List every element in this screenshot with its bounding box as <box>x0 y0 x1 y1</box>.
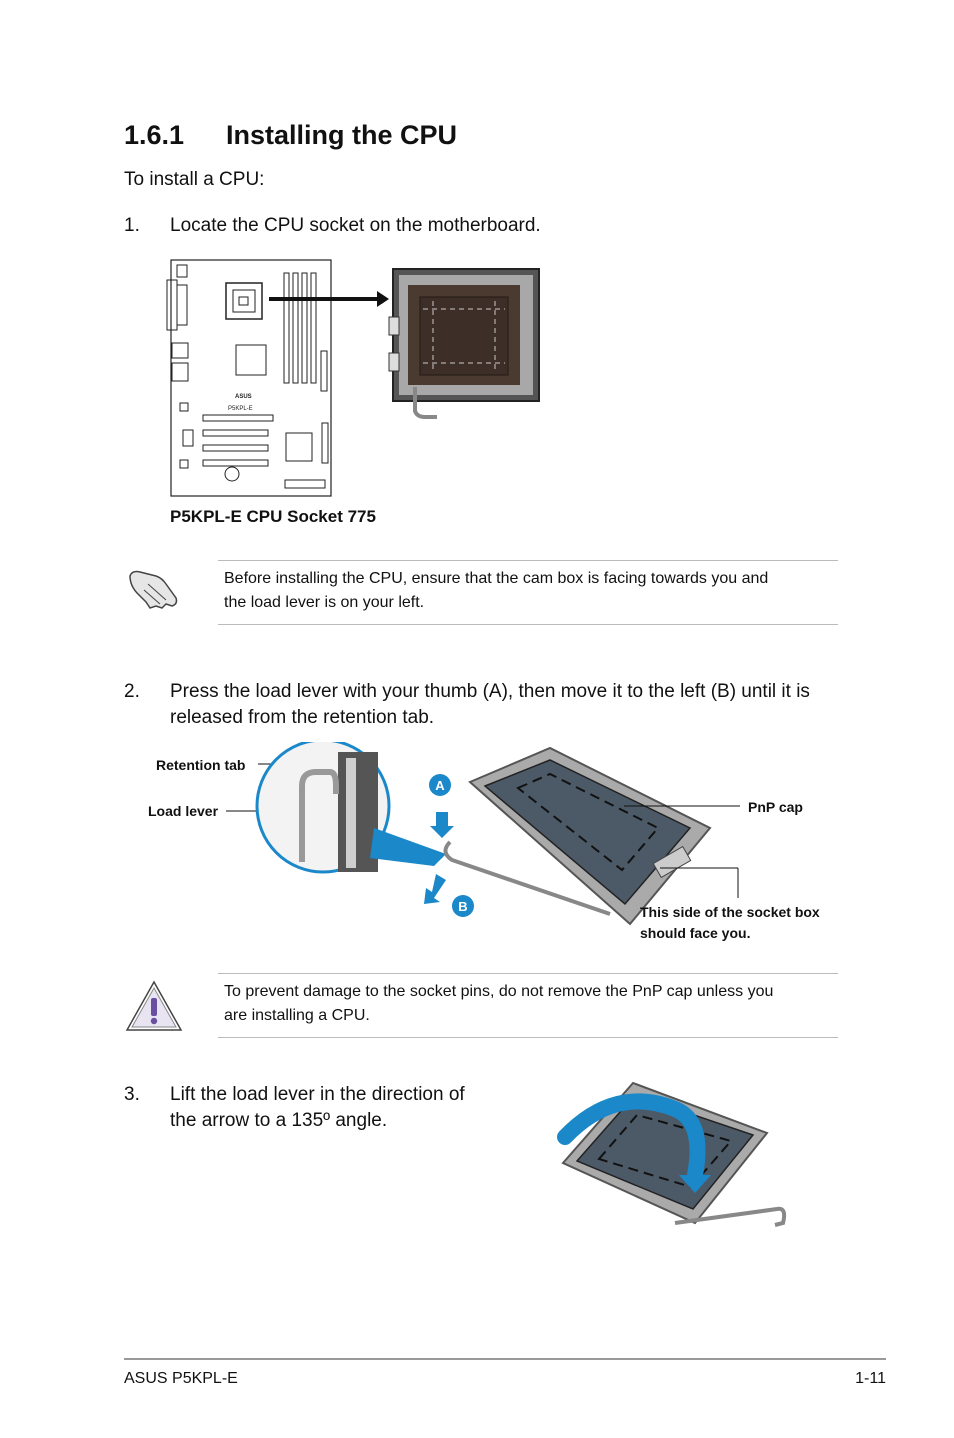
footer-page-number: 1-11 <box>855 1370 886 1387</box>
pnp-cap-label: PnP cap <box>748 799 803 815</box>
figure1-caption: P5KPL-E CPU Socket 775 <box>170 507 376 526</box>
lift-lever <box>674 1206 787 1227</box>
socket-side-label-2: should face you. <box>640 925 750 941</box>
arrow-left-down-icon <box>424 874 446 904</box>
note-line-1: Before installing the CPU, ensure that t… <box>224 570 769 587</box>
zoom-lever <box>299 769 339 862</box>
io-port <box>176 264 188 278</box>
hand-note-icon <box>129 570 178 609</box>
socket-photo-2 <box>443 746 712 926</box>
arrow-down-icon <box>430 812 454 838</box>
motherboard-figure: ASUS P5KPL-E <box>166 259 540 497</box>
power-connector <box>320 350 328 392</box>
step-number: 3. <box>124 1084 140 1105</box>
footer-rule <box>124 1358 886 1360</box>
io-port <box>171 362 189 382</box>
section-heading: 1.6.1 Installing the CPU <box>124 120 457 151</box>
load-lever-label: Load lever <box>148 803 219 819</box>
intro-text: To install a CPU: <box>124 169 265 190</box>
marker-a-label: A <box>435 778 445 793</box>
socket-cap <box>575 1094 755 1210</box>
warning-triangle-icon <box>125 980 183 1031</box>
dimm-slot <box>292 272 299 384</box>
board-model-label: P5KPL-E <box>228 406 253 412</box>
cpu-socket-inner <box>232 289 256 313</box>
step-number: 2. <box>124 681 140 702</box>
step-text-line-2: the arrow to a 135º angle. <box>170 1110 388 1131</box>
warning-line-2: are installing a CPU. <box>224 1007 370 1024</box>
step-text-line-1: Press the load lever with your thumb (A)… <box>170 681 810 702</box>
dimm-slot <box>310 272 317 384</box>
pci-slot <box>202 444 269 452</box>
northbridge-chip <box>235 344 267 376</box>
zoom-callout-wedge <box>370 828 446 866</box>
step-number: 1. <box>124 215 140 236</box>
rotation-arrow <box>557 1093 706 1183</box>
marker-b <box>452 895 474 917</box>
lift-lever-figure <box>557 1081 787 1227</box>
ide-connector <box>321 422 329 464</box>
cpu-socket-core <box>238 296 249 306</box>
dimm-slot <box>283 272 290 384</box>
section-title: Installing the CPU <box>226 120 458 150</box>
step-2: 2. Press the load lever with your thumb … <box>124 679 864 731</box>
brand-logo: ASUS <box>235 394 252 400</box>
southbridge-chip <box>285 432 313 462</box>
io-port <box>176 284 188 326</box>
pointer-arrow-head <box>377 291 389 307</box>
pci-slot <box>202 459 269 467</box>
section-number: 1.6.1 <box>124 120 185 150</box>
step-text: Locate the CPU socket on the motherboard… <box>170 215 541 236</box>
note-box: Before installing the CPU, ensure that t… <box>218 560 838 625</box>
socket-side-label-1: This side of the socket box <box>640 904 820 920</box>
step-3: 3. Lift the load lever in the direction … <box>124 1082 524 1134</box>
warning-box: To prevent damage to the socket pins, do… <box>218 973 838 1038</box>
step-text-line-2: released from the retention tab. <box>170 707 435 728</box>
load-lever-figure: Retention tab Load lever A B PnP cap Thi… <box>148 742 820 941</box>
warning-line-1: To prevent damage to the socket pins, do… <box>224 983 774 1000</box>
pci-slot <box>202 429 269 437</box>
note-line-2: the load lever is on your left. <box>224 594 425 611</box>
retention-tab-label: Retention tab <box>156 757 245 773</box>
dimm-slot <box>301 272 308 384</box>
marker-a <box>429 774 451 796</box>
rotation-arrow-head <box>679 1175 711 1193</box>
footer-left: ASUS P5KPL-E <box>124 1370 238 1387</box>
io-port <box>171 342 189 359</box>
battery <box>224 466 240 482</box>
cpu-socket-small <box>225 282 263 320</box>
marker-b-label: B <box>458 899 467 914</box>
step-1: 1. Locate the CPU socket on the motherbo… <box>124 213 844 239</box>
step-text-line-1: Lift the load lever in the direction of <box>170 1084 465 1105</box>
socket-photo <box>388 268 540 419</box>
pci-slot <box>202 414 274 422</box>
